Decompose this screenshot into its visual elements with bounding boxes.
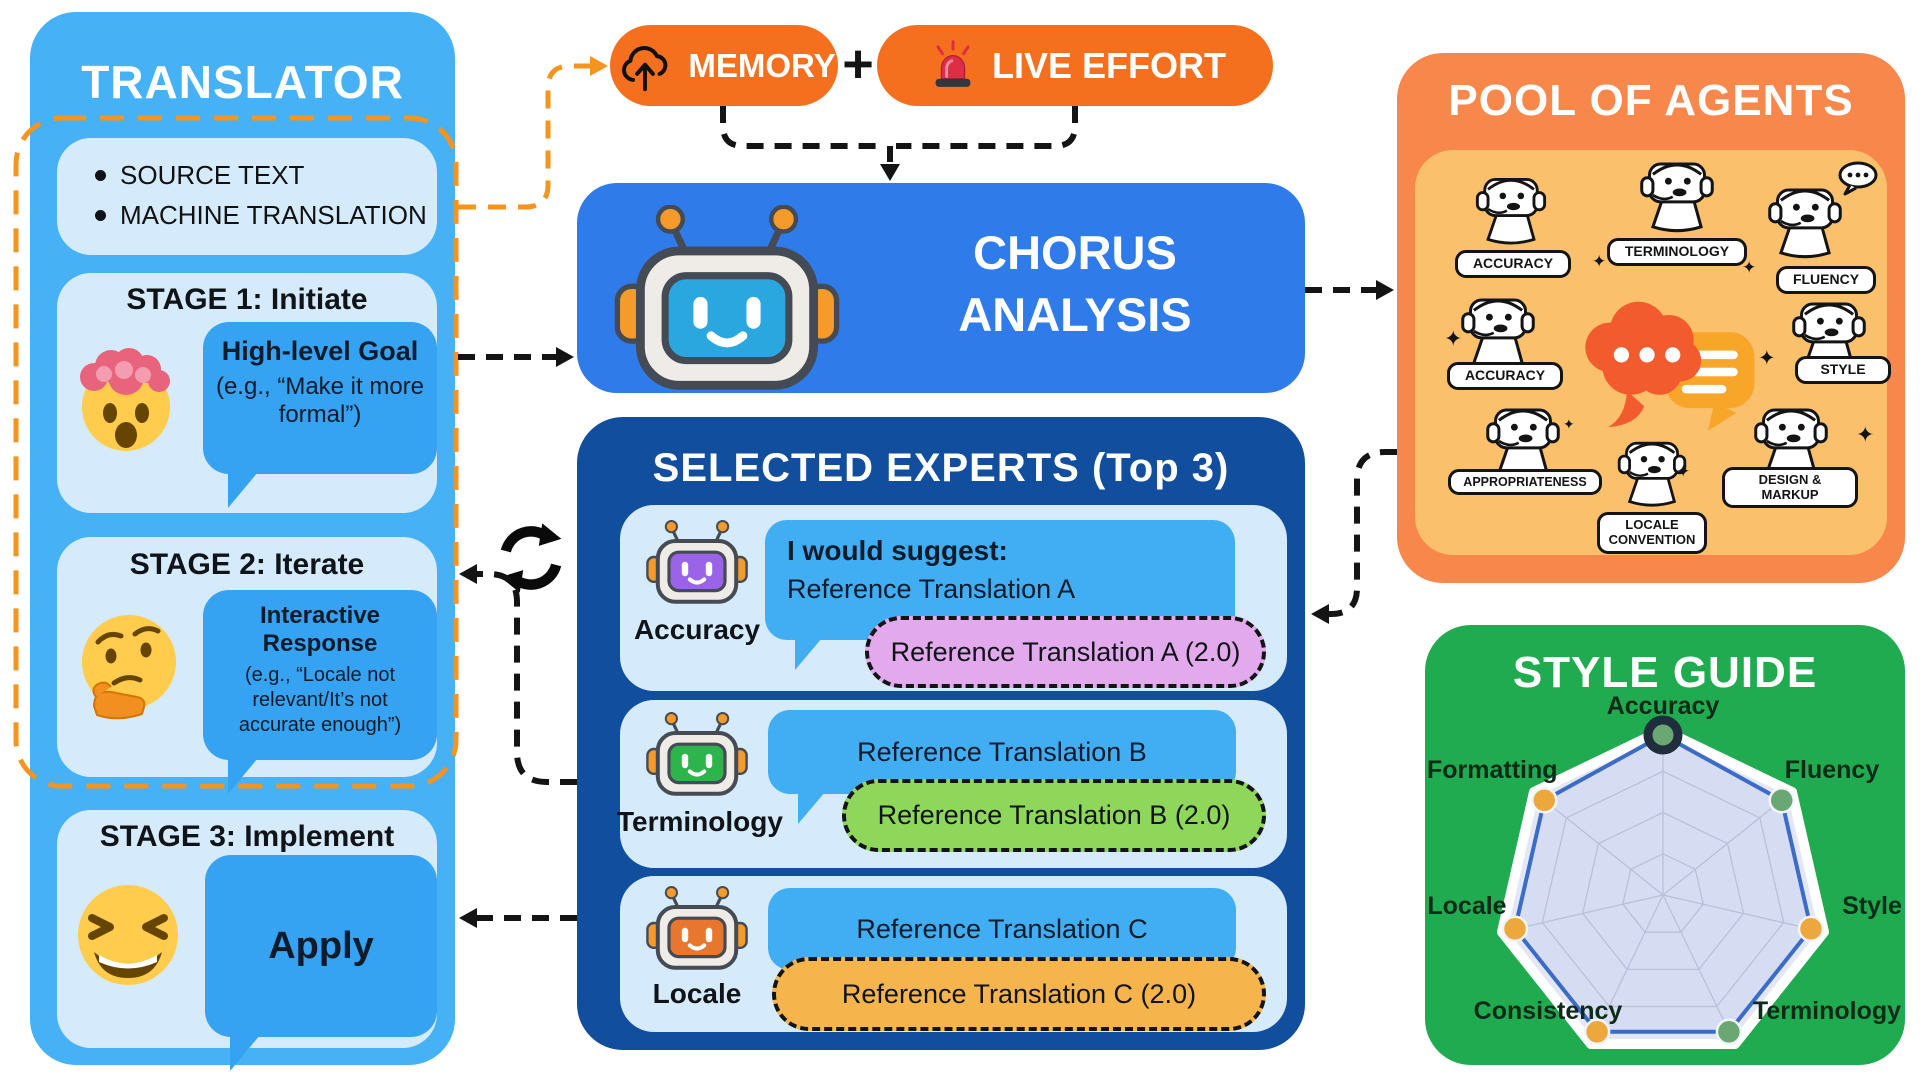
radar-label-locale: Locale [1427,892,1507,920]
stage1-bubble-body: (e.g., “Make it more formal”) [215,373,425,428]
stage3-bubble-title: Apply [268,924,374,967]
agent-accuracy-2-label: ACCURACY [1447,362,1563,390]
translator-title: TRANSLATOR [81,56,404,108]
connector-pool-to-experts [1320,449,1397,617]
stage1-bubble-title: High-level Goal [221,336,419,366]
terminology-bubble-text: Reference Translation B [857,736,1147,767]
stage2-title: STAGE 2: Iterate [129,548,365,581]
siren-icon [935,39,971,87]
radar-label-formatting: Formatting [1427,756,1558,784]
accuracy-pill: Reference Translation A (2.0) [865,616,1266,688]
connector-experts-to-stage2 [468,571,577,785]
chorus-title: CHORUS ANALYSIS [860,222,1290,346]
sparkle-icon: ✦ [1758,347,1776,370]
stage2-bubble-tail [228,758,258,794]
exploding-head-emoji [80,348,170,451]
radar-label-consistency: Consistency [1473,997,1623,1025]
stage1-title: STAGE 1: Initiate [126,283,368,316]
agent-design-markup-label: DESIGN & MARKUP [1722,467,1858,509]
memory-badge: MEMORY [610,25,838,106]
radar-dot-consistency [1583,1018,1611,1046]
locale-robot-icon [645,886,749,976]
chorus-robot-icon [612,205,842,403]
plus-sign: + [842,34,874,94]
pool-center-chat-icon [1585,301,1755,431]
expert-name-accuracy: Accuracy [633,614,761,645]
radar-label-fluency: Fluency [1784,756,1880,784]
accuracy-bubble-tail [795,638,822,670]
sparkle-icon: ✦ [1592,252,1607,271]
radar-dot-style [1797,915,1825,943]
memory-label: MEMORY [688,46,836,84]
live-effort-badge: LIVE EFFORT [877,25,1273,106]
locale-pill: Reference Translation C (2.0) [772,957,1266,1031]
chorus-title-line2: ANALYSIS [958,288,1192,342]
input-item-source-text: SOURCE TEXT [120,160,305,190]
radar-dot-fluency [1768,787,1795,814]
laughing-face-emoji [78,885,178,985]
sparkle-icon: ✦ [1563,416,1575,432]
accuracy-bubble-prefix: I would suggest: [787,535,1008,566]
style-guide-title: STYLE GUIDE [1512,648,1818,697]
sparkle-icon: ✦ [1856,422,1875,447]
connector-memory-to-merge [720,106,884,149]
terminology-pill: Reference Translation B (2.0) [842,779,1266,852]
pool-title: POOL OF AGENTS [1448,76,1854,125]
radar-label-style: Style [1842,892,1902,920]
expert-name-locale: Locale [652,978,742,1009]
stage3-bubble: Apply [205,855,437,1037]
stage2-bubble-body: (e.g., “Locale not relevant/It’s not acc… [238,664,402,737]
sparkle-icon: ✦ [1444,326,1463,351]
stage3-bubble-tail [230,1035,260,1071]
agent-style-label: STYLE [1795,356,1891,384]
stage2-bubble-title: Interactive Response [259,602,381,657]
sparkle-icon: ✦ [1742,258,1757,277]
connector-live-effort-to-merge [896,106,1078,149]
sparkle-icon: ✦ [1676,462,1691,481]
terminology-robot-icon [645,712,749,802]
chorus-title-line1: CHORUS [973,226,1177,279]
connector-translator-to-memory [458,63,594,210]
thinking-face-emoji [82,615,176,720]
radar-dot-formatting [1531,787,1558,814]
cloud-upload-icon [622,45,668,91]
agent-appropriateness-label: APPROPRIATENESS [1448,469,1602,495]
radar-dot-terminology [1715,1018,1743,1046]
bullet-dot [95,170,106,181]
agent-locale-convention-label: LOCALE CONVENTION [1597,512,1707,554]
style-guide-radar-chart [1497,715,1829,1049]
stage3-title: STAGE 3: Implement [99,820,395,853]
fluency-speech-bubble-icon [1838,161,1878,196]
locale-bubble: Reference Translation C [768,888,1236,970]
expert-name-terminology: Terminology [617,806,783,837]
stage1-bubble: High-level Goal (e.g., “Make it more for… [203,322,437,474]
radar-label-accuracy: Accuracy [1606,692,1720,720]
agent-terminology-robot-icon [1634,152,1720,238]
agent-fluency-label: FLUENCY [1776,266,1876,294]
terminology-bubble-tail [798,792,825,824]
stage1-bubble-tail [228,472,258,508]
agent-accuracy-1-label: ACCURACY [1455,250,1571,278]
locale-bubble-text: Reference Translation C [856,913,1148,944]
radar-label-terminology: Terminology [1752,997,1902,1025]
selected-experts-title: SELECTED EXPERTS (Top 3) [652,446,1230,490]
radar-dot-locale [1501,915,1529,943]
refresh-icon [500,523,562,593]
agent-accuracy-1-robot-icon [1470,168,1552,250]
agent-terminology-label: TERMINOLOGY [1607,238,1747,266]
accuracy-bubble-text: Reference Translation A [787,574,1076,604]
accuracy-robot-icon [645,520,749,610]
translator-inputs-box: SOURCE TEXT MACHINE TRANSLATION [57,138,437,255]
live-effort-label: LIVE EFFORT [992,44,1226,86]
radar-dot-accuracy [1643,715,1683,755]
bullet-dot [95,210,106,221]
input-item-machine-translation: MACHINE TRANSLATION [120,200,427,230]
stage2-bubble: Interactive Response (e.g., “Locale not … [203,590,437,760]
